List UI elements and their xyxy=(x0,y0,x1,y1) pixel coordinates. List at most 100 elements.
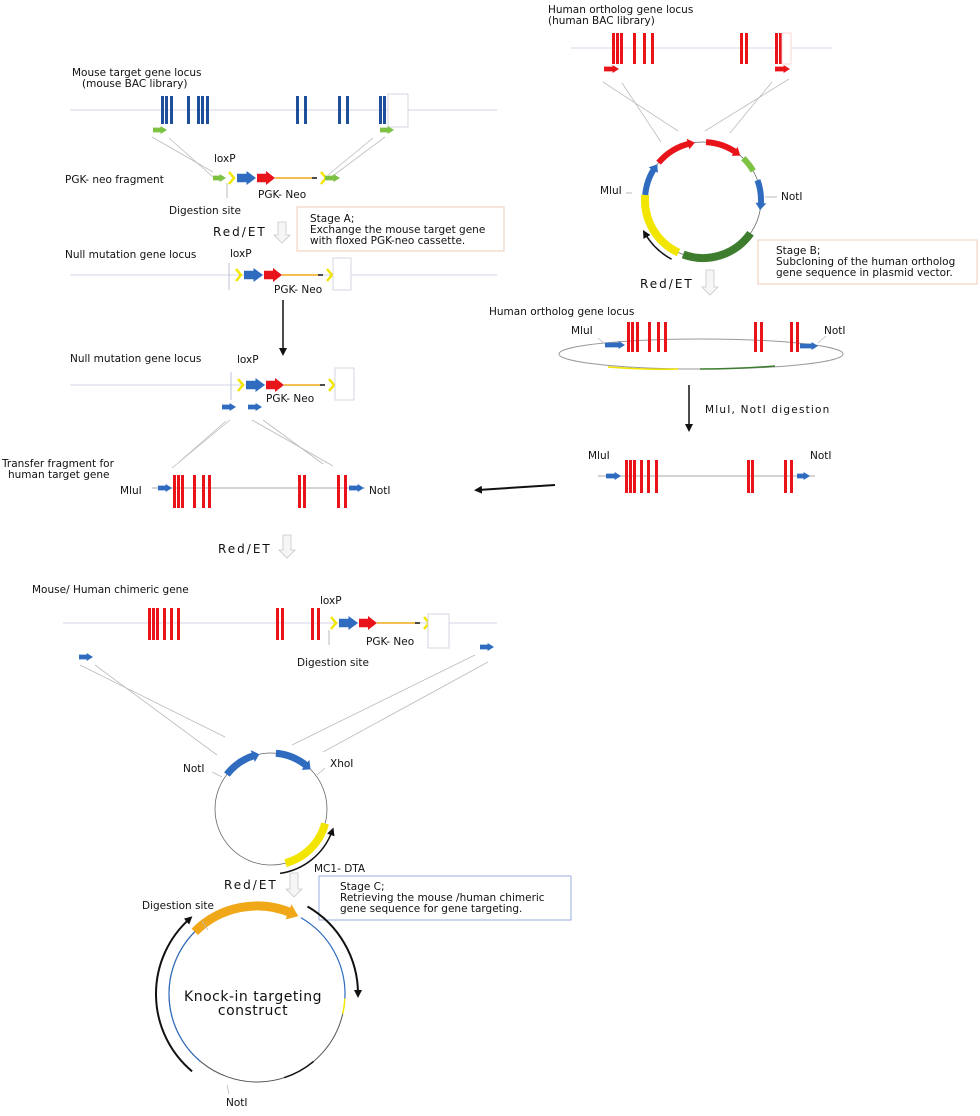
neo-arrow xyxy=(264,268,282,282)
homology-arm-arc xyxy=(275,749,311,770)
direction-arrow xyxy=(155,916,193,1073)
homology-arm-arrow xyxy=(153,126,167,134)
mlui-arrow xyxy=(605,341,625,349)
noti-arrow xyxy=(797,472,810,480)
chimeric-gene-title: Mouse/ Human chimeric gene xyxy=(32,584,189,596)
transfer-fragment-title: human target gene xyxy=(8,469,109,481)
connector-line xyxy=(251,419,334,467)
digestion-site-label: Digestion site xyxy=(169,205,241,217)
connector-line xyxy=(817,335,827,344)
construct-blue-segment xyxy=(300,917,346,999)
loxp-chevron xyxy=(326,268,334,282)
stage-b-line: Stage B; xyxy=(776,245,820,257)
noti-label: NotI xyxy=(824,325,846,337)
human-exon xyxy=(620,33,623,64)
human-exon xyxy=(647,460,650,493)
red-et-label: Red/ET xyxy=(218,542,272,556)
mouse-locus-subtitle: (mouse BAC library) xyxy=(82,78,187,90)
connector-line xyxy=(621,82,662,143)
connector-line xyxy=(597,337,605,344)
homology-arm-arc xyxy=(224,751,257,777)
connector-line xyxy=(201,920,209,931)
human-exon xyxy=(636,322,639,352)
exon-box xyxy=(332,257,352,291)
human-exon xyxy=(779,33,782,64)
pgk-arrow xyxy=(246,378,265,392)
pgk-neo-label: PGK- Neo xyxy=(366,636,414,648)
connector-line xyxy=(291,654,476,746)
human-exon xyxy=(337,475,340,508)
connector-line xyxy=(704,78,790,132)
connector-line xyxy=(94,664,218,756)
human-exon xyxy=(754,322,757,352)
human-homology-arc-head xyxy=(731,146,741,156)
human-exon xyxy=(317,608,320,640)
pgk-neo-label: PGK- Neo xyxy=(258,189,306,201)
connector-line xyxy=(602,81,679,132)
human-exon xyxy=(181,475,184,508)
loxp-chevron xyxy=(237,378,245,392)
stage-c-line: Retrieving the mouse /human chimeric xyxy=(340,892,545,904)
human-exon xyxy=(627,322,630,352)
human-homology-arc xyxy=(656,140,692,165)
mlui-arc xyxy=(642,165,658,196)
connector-line xyxy=(151,136,214,173)
red-et-label: Red/ET xyxy=(640,277,694,291)
chimeric-insert-arc-head xyxy=(285,904,299,920)
human-exon xyxy=(747,460,750,493)
connector-line xyxy=(79,664,226,738)
stage-b-line: Subcloning of the human ortholog xyxy=(776,256,955,268)
homology-arm-arrow xyxy=(325,174,340,182)
mouse-exon xyxy=(346,96,349,124)
linear-plasmid-ellipse xyxy=(558,338,844,370)
noti-label: NotI xyxy=(781,191,803,203)
homology-arm-arc-head xyxy=(301,759,311,770)
human-exon xyxy=(740,33,743,64)
stage-c-line: gene sequence for gene targeting. xyxy=(340,903,522,915)
null-locus-label: Null mutation gene locus xyxy=(70,353,201,365)
connector-line xyxy=(211,771,223,778)
mouse-exon xyxy=(201,96,204,124)
human-exon xyxy=(311,608,314,640)
human-exon xyxy=(655,460,658,493)
ellipse-yellow-segment xyxy=(607,366,679,370)
homology-arm-arrow xyxy=(775,65,790,73)
human-exon xyxy=(281,608,284,640)
loxp-chevron xyxy=(328,378,336,392)
neo-arrow xyxy=(266,378,284,392)
connector-line xyxy=(168,137,214,178)
mlui-label: MluI xyxy=(600,185,622,197)
human-exon xyxy=(633,33,636,64)
plasmid-yellow-segment xyxy=(641,194,681,257)
stage-b-box xyxy=(757,239,978,285)
stage-a-box xyxy=(296,206,505,252)
human-exon xyxy=(156,608,159,640)
stage-a-line: Stage A; xyxy=(310,213,354,225)
noti-label: NotI xyxy=(183,763,205,775)
human-exon xyxy=(625,460,628,493)
pgk-neo-label: PGK- Neo xyxy=(266,393,314,405)
human-homology-arc xyxy=(705,139,739,156)
noti-label: NotI xyxy=(226,1097,248,1109)
neo-arrow xyxy=(257,171,275,185)
connector-line xyxy=(329,136,386,179)
human-exon xyxy=(173,475,176,508)
homology-arm-arrow xyxy=(213,174,226,182)
plasmid-green-segment xyxy=(741,156,756,173)
plasmid-dark-green-segment xyxy=(681,230,754,262)
plasmid-backbone xyxy=(214,752,328,866)
human-exon xyxy=(163,608,166,640)
stage-a-line: Exchange the mouse target gene xyxy=(310,224,485,236)
human-exon xyxy=(193,475,196,508)
mouse-exon xyxy=(187,96,190,124)
noti-label: NotI xyxy=(810,450,832,462)
human-exon xyxy=(760,322,763,352)
human-exon xyxy=(177,475,180,508)
human-exon xyxy=(633,460,636,493)
human-homology-arc-head xyxy=(686,138,695,150)
noti-arc-head xyxy=(755,202,767,211)
connector-line xyxy=(262,419,324,465)
human-exon xyxy=(303,475,306,508)
homology-arm-arrow xyxy=(480,643,494,651)
